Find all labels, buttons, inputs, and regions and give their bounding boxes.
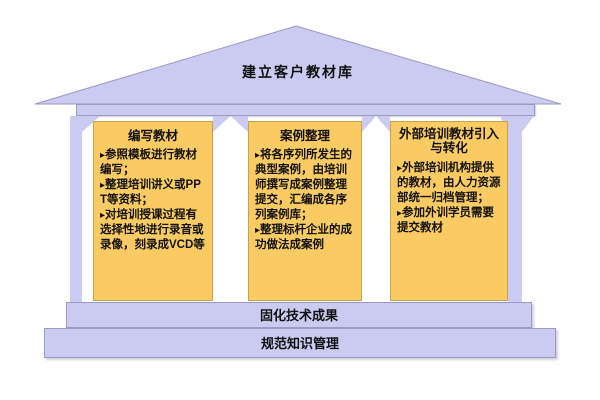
list-item: ▸将各序列所发生的典型案例，由培训师撰写成案例整理提交，汇编成各序列案例库； — [255, 148, 356, 223]
bullet-text: 整理标杆企业的成功做法成案例 — [255, 224, 353, 251]
pillar-title: 编写教材 — [127, 129, 178, 143]
pillar-case-organizing: 案例整理 ▸将各序列所发生的典型案例，由培训师撰写成案例整理提交，汇编成各序列案… — [248, 121, 362, 301]
bullet-arrow-icon: ▸ — [100, 210, 106, 222]
column-gap-1-white — [213, 116, 248, 303]
pillar-body: ▸外部培训机构提供的教材，由人力资源部统一归档管理； ▸参加外训学员需要提交教材 — [391, 161, 507, 236]
bullet-text: 将各序列所发生的典型案例，由培训师撰写成案例整理提交，汇编成各序列案例库； — [255, 149, 353, 222]
roof-title: 建立客户教材库 — [242, 64, 354, 80]
pillar-title: 外部培训教材引入与转化 — [398, 127, 499, 156]
base-step-knowledge-management: 规范知识管理 — [44, 328, 556, 358]
architrave-bar — [76, 104, 535, 116]
bullet-text: 外部培训机构提供的教材，由人力资源部统一归档管理； — [397, 161, 501, 204]
list-item: ▸外部培训机构提供的教材，由人力资源部统一归档管理； — [397, 161, 502, 206]
list-item: ▸参加外训学员需要提交教材 — [397, 206, 502, 236]
bullet-arrow-icon: ▸ — [255, 150, 261, 162]
bullet-arrow-icon: ▸ — [255, 225, 261, 237]
bullet-arrow-icon: ▸ — [100, 180, 106, 192]
pillar-external-materials: 外部培训教材引入与转化 ▸外部培训机构提供的教材，由人力资源部统一归档管理； ▸… — [390, 121, 508, 301]
bullet-text: 参加外训学员需要提交教材 — [397, 206, 495, 234]
list-item: ▸对培训授课过程有选择性地进行录音或录像，刻录成VCD等 — [100, 208, 207, 253]
bullet-text: 参照模板进行教材编写； — [100, 149, 198, 177]
pillar-title: 案例整理 — [279, 129, 330, 143]
column-gap-1 — [213, 116, 248, 303]
bullet-arrow-icon: ▸ — [397, 207, 403, 219]
list-item: ▸整理培训讲义或PPT等资料； — [100, 178, 207, 208]
bullet-text: 对培训授课过程有选择性地进行录音或录像，刻录成VCD等 — [100, 209, 205, 251]
column-gap-2 — [362, 116, 390, 303]
pillar-compile-materials: 编写教材 ▸参照模板进行教材编写； ▸整理培训讲义或PPT等资料； ▸对培训授课… — [93, 121, 213, 301]
list-item: ▸参照模板进行教材编写； — [100, 148, 207, 178]
pillar-body: ▸将各序列所发生的典型案例，由培训师撰写成案例整理提交，汇编成各序列案例库； ▸… — [249, 148, 361, 253]
bullet-arrow-icon: ▸ — [397, 162, 403, 174]
column-gap-2-white — [362, 116, 390, 303]
bullet-text: 整理培训讲义或PPT等资料； — [100, 179, 201, 207]
list-item: ▸整理标杆企业的成功做法成案例 — [255, 223, 356, 253]
bullet-arrow-icon: ▸ — [100, 150, 106, 162]
base-step-technical-results: 固化技术成果 — [66, 302, 532, 328]
pillar-body: ▸参照模板进行教材编写； ▸整理培训讲义或PPT等资料； ▸对培训授课过程有选择… — [94, 148, 212, 253]
